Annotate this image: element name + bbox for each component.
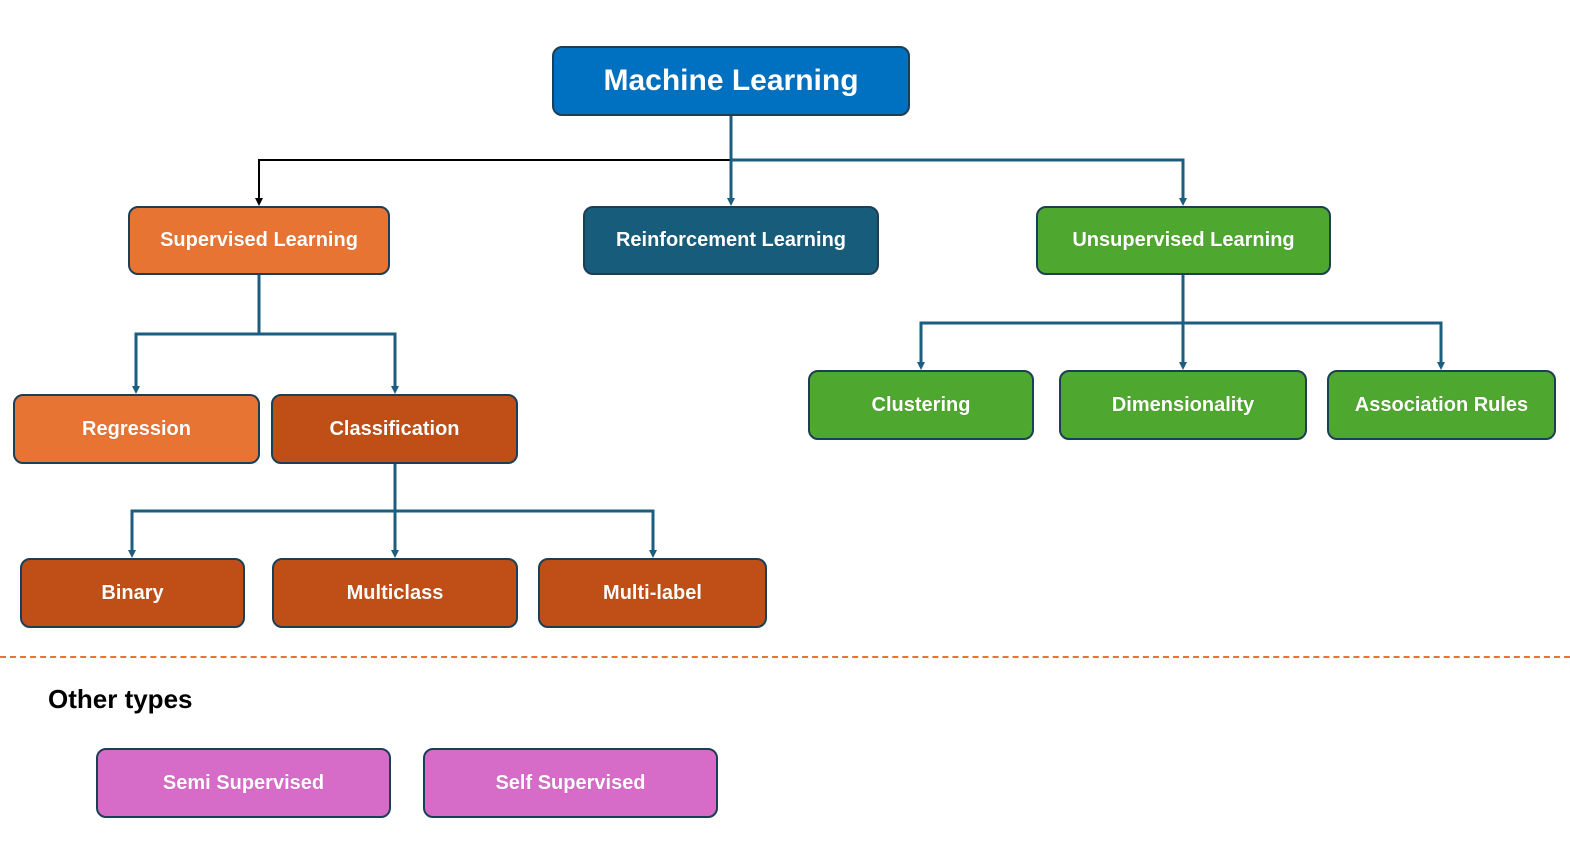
node-label: Multi-label bbox=[603, 581, 702, 604]
other-types-heading: Other types bbox=[48, 684, 193, 714]
node-clustering[interactable]: Clustering bbox=[808, 370, 1034, 440]
connector-supervised-classification bbox=[259, 332, 399, 394]
node-label: Association Rules bbox=[1354, 393, 1529, 416]
node-label: Unsupervised Learning bbox=[1072, 229, 1295, 251]
node-regression[interactable]: Regression bbox=[13, 394, 260, 464]
node-multiclass[interactable]: Multiclass bbox=[272, 558, 518, 628]
node-dimensionality[interactable]: Dimensionality bbox=[1059, 370, 1307, 440]
node-label: Reinforcement Learning bbox=[615, 229, 847, 251]
node-multi-label[interactable]: Multi-label bbox=[538, 558, 767, 628]
connector-supervised-regression bbox=[132, 332, 259, 394]
node-classification[interactable]: Classification bbox=[271, 394, 518, 464]
node-label: Multiclass bbox=[346, 581, 444, 604]
node-semi-supervised[interactable]: Semi Supervised bbox=[96, 748, 391, 818]
connector-unsupervised-association bbox=[1183, 321, 1445, 370]
node-label: Dimensionality bbox=[1111, 393, 1255, 416]
connector-classification-multilabel bbox=[395, 509, 657, 558]
node-association-rules[interactable]: Association Rules bbox=[1327, 370, 1556, 440]
node-label: Supervised Learning bbox=[160, 229, 358, 251]
node-unsupervised-learning[interactable]: Unsupervised Learning bbox=[1036, 206, 1331, 275]
node-machine-learning[interactable]: Machine Learning bbox=[552, 46, 910, 116]
node-label: Clustering bbox=[871, 393, 971, 416]
connector-classification-binary bbox=[128, 509, 395, 558]
node-supervised-learning[interactable]: Supervised Learning bbox=[128, 206, 390, 275]
node-label: Classification bbox=[329, 417, 460, 440]
section-divider bbox=[0, 656, 1570, 658]
node-label: Self Supervised bbox=[495, 771, 646, 794]
node-self-supervised[interactable]: Self Supervised bbox=[423, 748, 718, 818]
node-reinforcement-learning[interactable]: Reinforcement Learning bbox=[583, 206, 879, 275]
node-label: Binary bbox=[101, 581, 164, 604]
node-label: Semi Supervised bbox=[162, 771, 325, 794]
node-binary[interactable]: Binary bbox=[20, 558, 245, 628]
connector-unsupervised-clustering bbox=[917, 321, 1183, 370]
connector-root-unsupervised bbox=[731, 158, 1187, 206]
connector-root-supervised bbox=[255, 159, 731, 206]
node-label: Regression bbox=[82, 417, 191, 440]
node-label: Machine Learning bbox=[603, 64, 859, 97]
